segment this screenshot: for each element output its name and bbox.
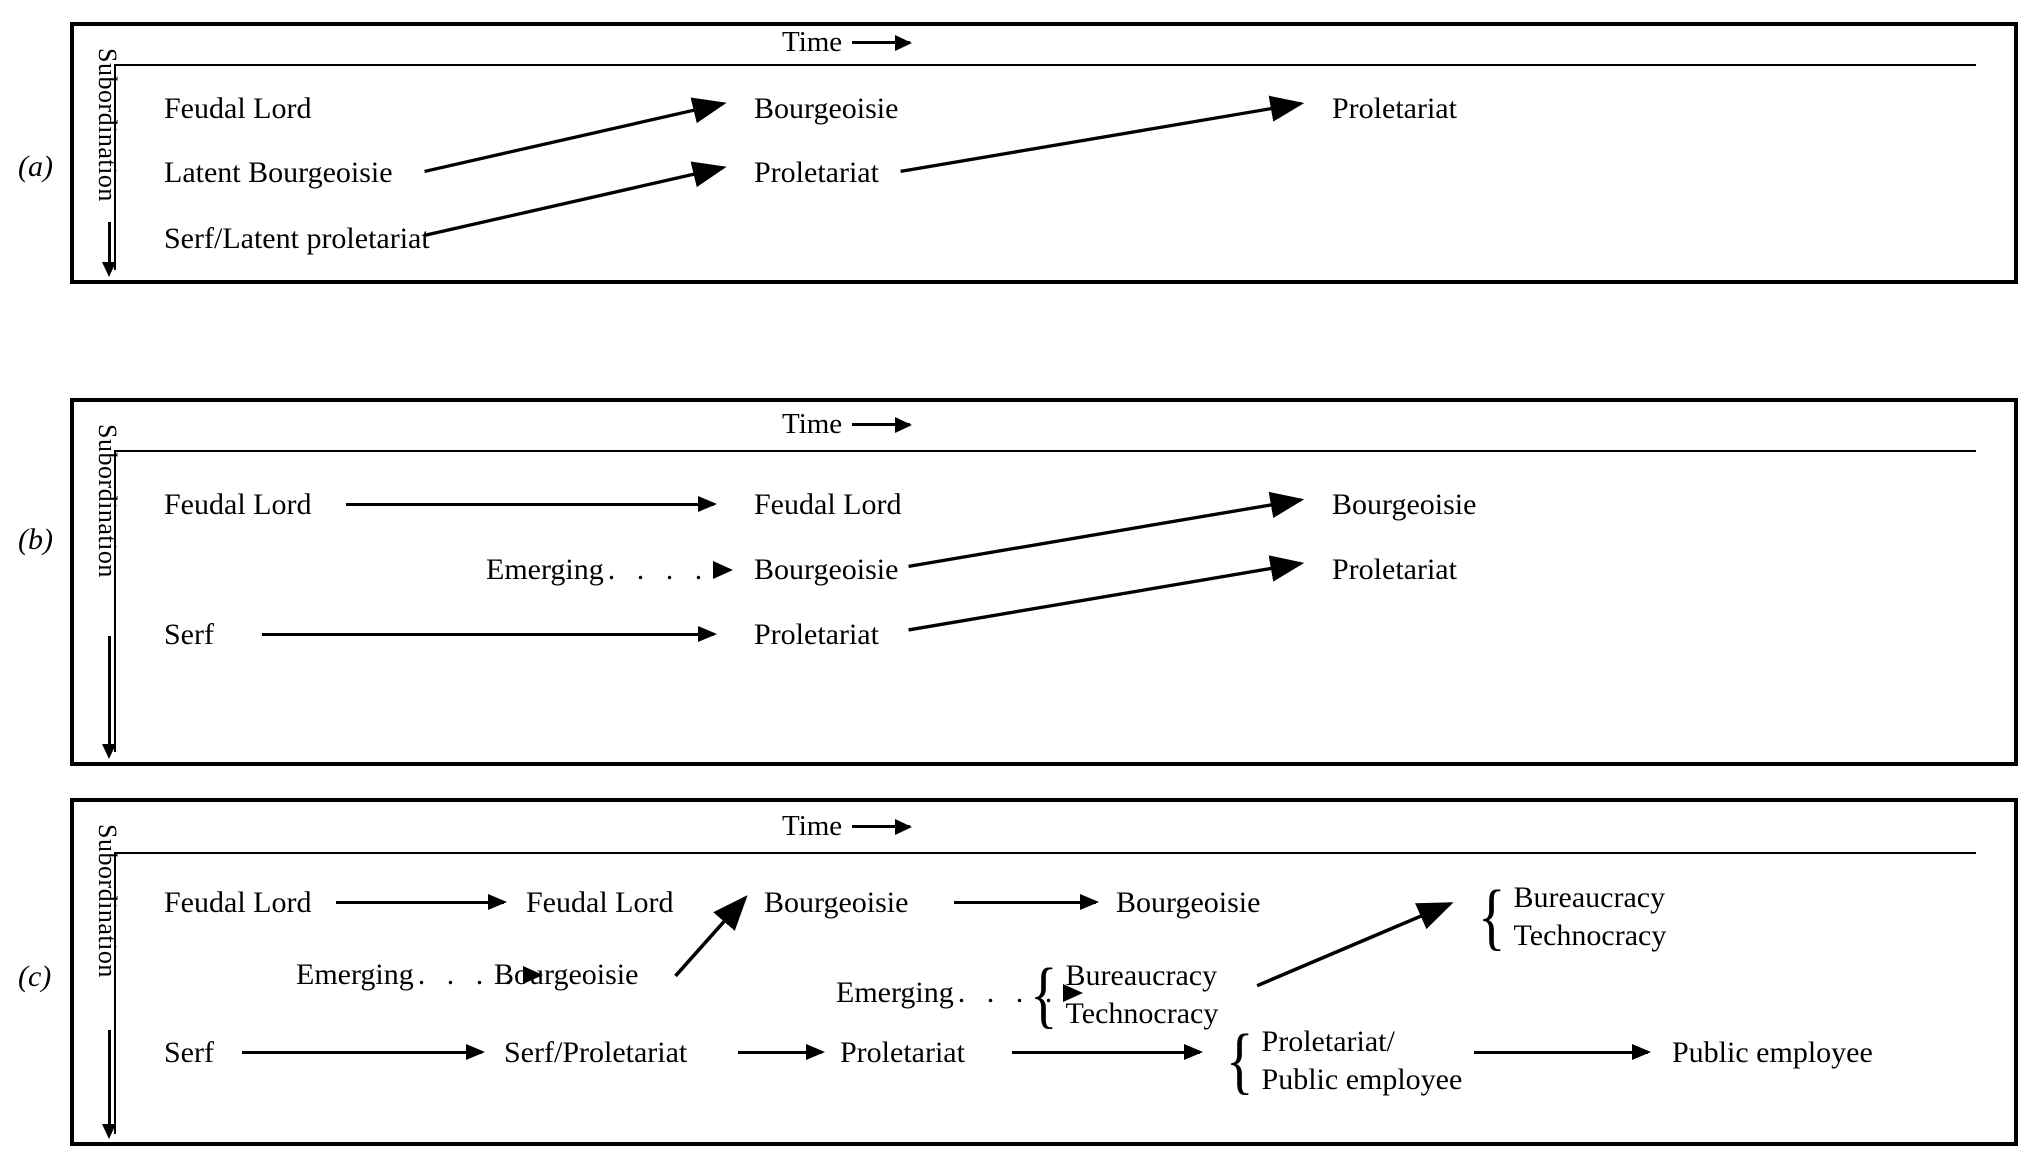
node-b-serf: Serf (164, 618, 214, 651)
subordination-label-c: Subordination (93, 824, 122, 978)
node-a-proletariat-right: Proletariat (1332, 92, 1457, 125)
brace-icon: { (1029, 953, 1058, 1036)
edge-c-prol-to-brace (1012, 1044, 1203, 1060)
node-c-proletariat: Proletariat (840, 1036, 965, 1069)
brace-line-proletariat: Proletariat/ (1261, 1025, 1395, 1058)
node-c-feudal-lord-1: Feudal Lord (164, 886, 312, 919)
dot-leader: . . . . (957, 976, 1060, 1009)
emerging-label-c-2: Emerging (836, 976, 954, 1009)
panel-c: Subordination Time Feudal Lord Feudal Lo… (70, 798, 2018, 1146)
emerging-label-c-1: Emerging (296, 958, 414, 991)
time-axis-c: Time (782, 810, 913, 842)
time-label-b: Time (782, 408, 843, 440)
subordination-label-a: Subordination (93, 48, 122, 202)
panel-b-edges (908, 491, 1305, 632)
panel-label-a: (a) (18, 150, 53, 183)
edge-a-proletariat-to-proletariat (900, 95, 1305, 174)
node-c-bourgeoisie-1: Bourgeoisie (494, 958, 639, 991)
node-c-serf: Serf (164, 1036, 214, 1069)
subordination-axis-b: Subordination (92, 424, 132, 759)
panel-a-inner-left-rule (114, 64, 116, 270)
emerging-label-b: Emerging (486, 553, 604, 586)
right-arrow-icon (852, 818, 913, 835)
edge-c-serfprol-to-prol (738, 1044, 825, 1060)
edge-c-feudal-to-feudal (336, 894, 507, 910)
node-c-serf-proletariat: Serf/Proletariat (504, 1036, 688, 1069)
brace-line-technocracy: Technocracy (1065, 997, 1219, 1031)
brace-line-public-employee: Public employee (1261, 1063, 1463, 1097)
node-b-feudal-lord-mid: Feudal Lord (754, 488, 902, 521)
node-a-bourgeoisie: Bourgeoisie (754, 92, 899, 125)
panel-b-inner-top-rule (114, 450, 1976, 452)
edge-b-serf-to-proletariat (262, 626, 717, 642)
edge-a-latent-to-bourgeoisie (424, 97, 727, 174)
down-arrow-icon (102, 1030, 116, 1139)
edge-c-bureaucracy-mid-to-right (1256, 901, 1454, 988)
edge-b-proletariat-to-proletariat (908, 555, 1305, 632)
triangle-arrow-icon (523, 966, 544, 984)
panel-b: Subordination Time Feudal Lord Serf Feud… (70, 398, 2018, 766)
brace-lines: Proletariat/ Public employee (1261, 1025, 1463, 1097)
right-arrow-icon (852, 34, 913, 51)
edge-b-bourgeoisie-to-bourgeoisie (908, 491, 1305, 568)
edge-c-brace-to-public-employee (1474, 1044, 1651, 1060)
node-c-bourgeoisie-2: Bourgeoisie (764, 886, 909, 919)
time-label-c: Time (782, 810, 843, 842)
node-c-bourgeoisie-3: Bourgeoisie (1116, 886, 1261, 919)
brace-lines: Bureaucracy Technocracy (1065, 959, 1219, 1031)
brace-line-bureaucracy: Bureaucracy (1065, 959, 1218, 992)
brace-line-bureaucracy: Bureaucracy (1513, 881, 1666, 914)
subordination-label-b: Subordination (93, 424, 122, 578)
brace-group-c-bureaucracy-mid: { Bureaucracy Technocracy (1026, 953, 1219, 1036)
brace-icon: { (1477, 875, 1506, 958)
node-c-public-employee: Public employee (1672, 1036, 1873, 1069)
edge-c-serf-to-serfprol (242, 1044, 485, 1060)
node-b-feudal-lord-left: Feudal Lord (164, 488, 312, 521)
subordination-axis-c: Subordination (92, 824, 132, 1139)
down-arrow-icon (102, 222, 116, 277)
edge-c-bourgeoisie1-to-bourgeoisie2 (674, 895, 748, 978)
node-a-proletariat-mid: Proletariat (754, 156, 879, 189)
brace-line-technocracy: Technocracy (1513, 919, 1667, 953)
panel-label-b: (b) (18, 523, 53, 556)
panel-a-inner-top-rule (114, 64, 1976, 66)
down-arrow-icon (102, 636, 116, 759)
node-b-proletariat-mid: Proletariat (754, 618, 879, 651)
time-axis-a: Time (782, 26, 913, 58)
node-b-bourgeoisie-right: Bourgeoisie (1332, 488, 1477, 521)
edge-b-emerging-dotted: Emerging . . . . (486, 553, 734, 586)
panel-b-inner-left-rule (114, 450, 116, 752)
subordination-axis-a: Subordination (92, 48, 132, 277)
dot-leader: . . . . (607, 553, 710, 586)
brace-lines: Bureaucracy Technocracy (1513, 881, 1667, 953)
edge-a-serf-to-proletariat (424, 161, 727, 238)
brace-icon: { (1225, 1019, 1254, 1102)
panel-c-inner-top-rule (114, 852, 1976, 854)
triangle-arrow-icon (1063, 984, 1084, 1002)
dot-leader: . . . . (417, 958, 520, 991)
edge-c-bourgeoisie-to-bourgeoisie (954, 894, 1099, 910)
node-c-feudal-lord-2: Feudal Lord (526, 886, 674, 919)
edge-c-emerging-dotted-1: Emerging . . . . (296, 958, 544, 991)
node-b-proletariat-right: Proletariat (1332, 553, 1457, 586)
node-a-serf-latent-prol: Serf/Latent proletariat (164, 222, 430, 255)
brace-group-c-proletariat-public: { Proletariat/ Public employee (1222, 1019, 1463, 1102)
time-label-a: Time (782, 26, 843, 58)
right-arrow-icon (852, 416, 913, 433)
time-axis-b: Time (782, 408, 913, 440)
edge-c-emerging-dotted-2: Emerging . . . . (836, 976, 1084, 1009)
node-a-latent-bourgeoisie: Latent Bourgeoisie (164, 156, 393, 189)
node-a-feudal-lord: Feudal Lord (164, 92, 312, 125)
node-b-bourgeoisie-mid: Bourgeoisie (754, 553, 899, 586)
panel-label-c: (c) (18, 960, 52, 993)
brace-group-c-bureaucracy-right: { Bureaucracy Technocracy (1474, 875, 1667, 958)
panel-a: Subordination Time Feudal Lord Latent Bo… (70, 22, 2018, 284)
edge-b-feudal-to-feudal (346, 496, 717, 512)
triangle-arrow-icon (713, 561, 734, 579)
panel-c-inner-left-rule (114, 852, 116, 1134)
